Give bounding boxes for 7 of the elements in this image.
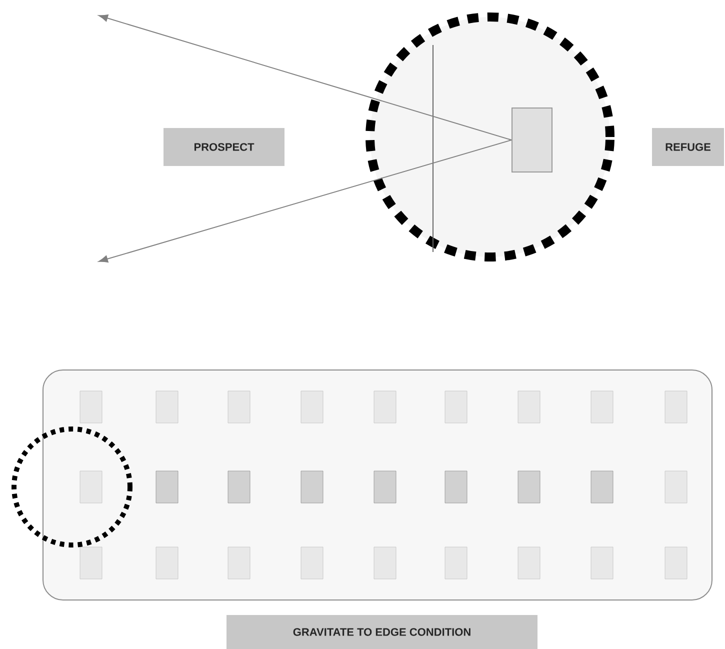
refuge-circle: [366, 12, 614, 262]
label-box: REFUGE: [652, 128, 724, 166]
arrow: [98, 14, 512, 140]
person-box: [512, 108, 552, 172]
label-box: PROSPECT: [164, 128, 284, 166]
label-box: GRAVITATE TO EDGE CONDITION: [226, 615, 538, 649]
arrow: [98, 140, 512, 263]
